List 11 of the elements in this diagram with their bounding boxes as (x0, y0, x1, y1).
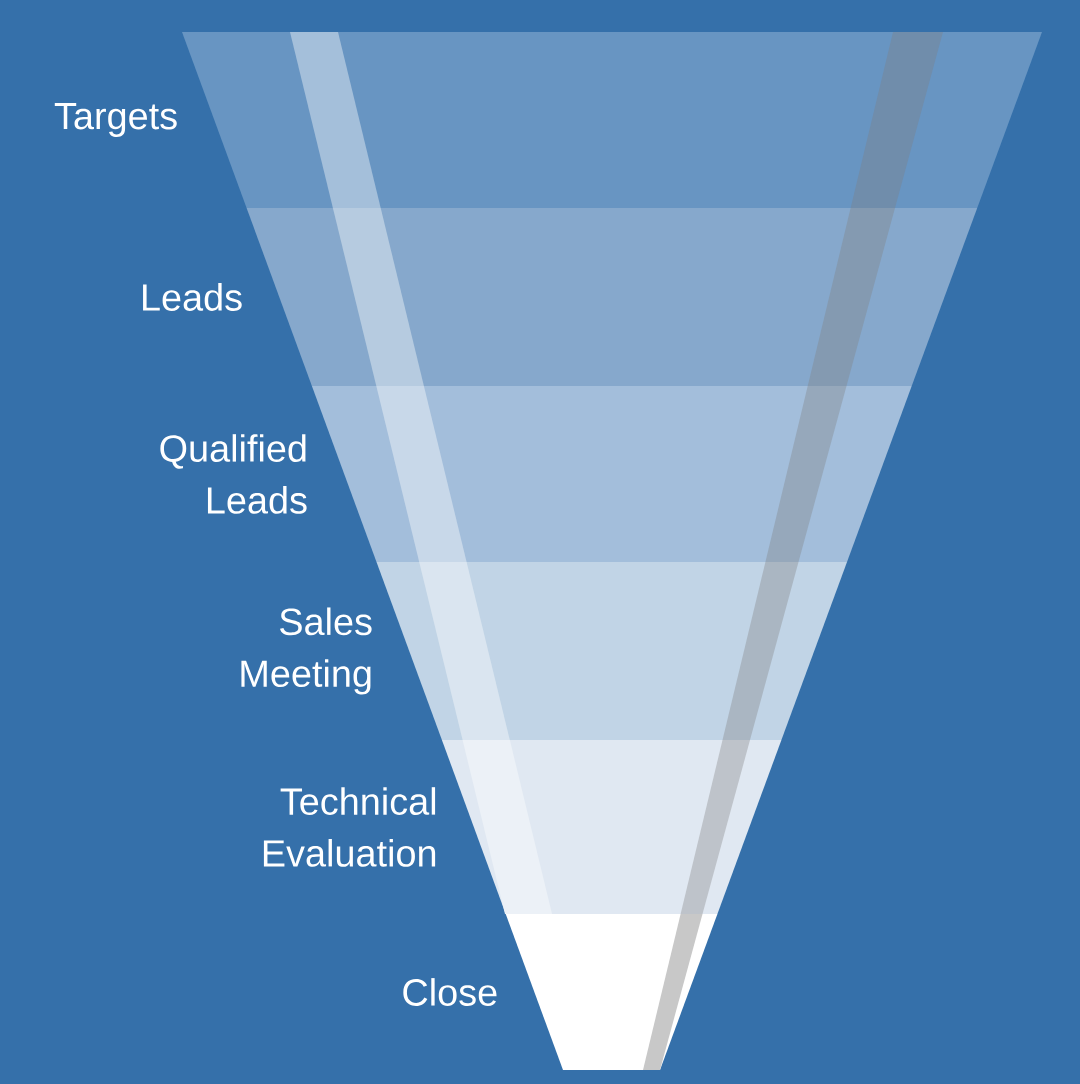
funnel-band: Sales Meeting (241, 562, 847, 740)
funnel-band: Targets (54, 32, 1042, 208)
funnel-band: Technical Evaluation (263, 740, 782, 914)
node-label: Technical Evaluation (263, 787, 436, 867)
node-label: Sales Meeting (241, 607, 372, 695)
node-label: Close (403, 978, 497, 1006)
funnel-band: Close (403, 914, 718, 1070)
node-label: Leads (143, 283, 242, 311)
node-label: Qualified Leads (160, 434, 307, 514)
funnel-band: Qualified Leads (160, 386, 912, 562)
node-label: Targets (54, 103, 177, 137)
